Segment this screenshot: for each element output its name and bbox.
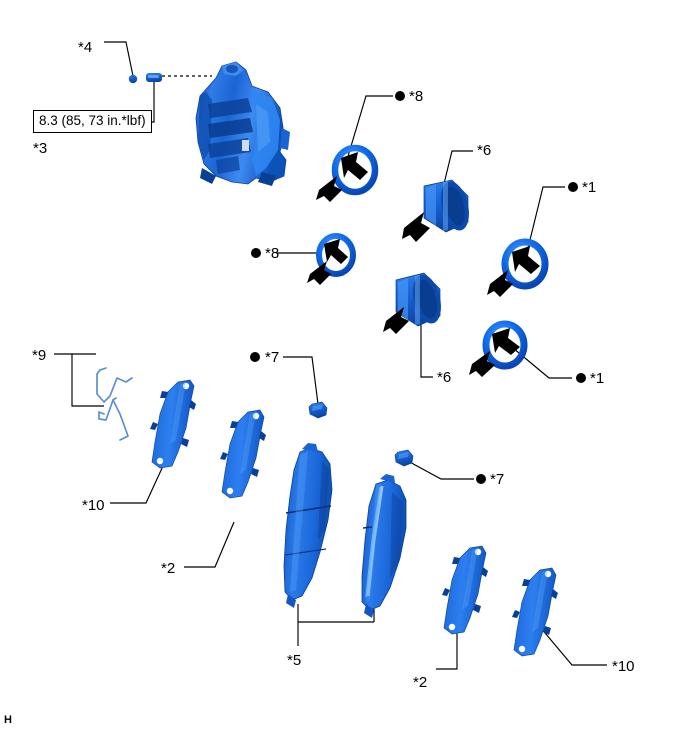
callout-label-8-lower: *8 xyxy=(265,245,280,262)
callout-label-4: *4 xyxy=(78,39,93,56)
bleeder-plug-cap-4 xyxy=(128,74,138,84)
leader-line-6-upper xyxy=(440,150,473,197)
pad-support-plate-lower xyxy=(98,397,129,441)
callout-label-9: *9 xyxy=(32,347,47,364)
callout-label-8-upper: *8 xyxy=(409,88,424,105)
leader-line-1-upper xyxy=(527,186,565,249)
callout-label-6-lower: *6 xyxy=(437,369,452,386)
pad-support-plate-upper xyxy=(96,367,133,403)
page-corner-mark: H xyxy=(4,714,12,726)
callout-label-3: *3 xyxy=(33,140,48,157)
leader-lines xyxy=(54,41,607,670)
callout-dot-7-upper xyxy=(250,352,260,362)
callout-label-1-lower: *1 xyxy=(590,370,605,387)
anti-squeal-shim-outer-left xyxy=(150,379,196,469)
brake-pad-right xyxy=(361,474,407,618)
piston-seal-upper xyxy=(487,238,549,297)
callout-label-1-upper: *1 xyxy=(582,179,597,196)
pad-wear-indicator-upper xyxy=(308,401,328,419)
anti-squeal-shim-outer-right xyxy=(512,567,558,657)
leader-line-2-left xyxy=(184,521,235,568)
leader-line-5-bracket xyxy=(297,621,374,646)
piston-upper xyxy=(402,179,469,242)
callout-label-6-upper: *6 xyxy=(477,142,492,159)
leader-line-7-lower xyxy=(405,459,474,480)
callout-dot-1-lower xyxy=(576,373,586,383)
cylinder-boot-ring-upper xyxy=(316,144,379,202)
cylinder-boot-ring-lower xyxy=(307,233,356,285)
callout-dots xyxy=(250,91,586,484)
callout-dot-8-lower xyxy=(251,248,261,258)
callout-label-5: *5 xyxy=(287,652,302,669)
callout-dot-7-lower xyxy=(476,474,486,484)
callout-label-2-left: *2 xyxy=(161,560,176,577)
brake-pad-left xyxy=(283,443,333,608)
bleeder-plug-parts xyxy=(128,73,162,84)
callout-dot-8-upper xyxy=(395,91,405,101)
leader-line-8-upper xyxy=(345,95,393,164)
callout-label-2-right: *2 xyxy=(413,674,428,691)
leader-line-1-lower xyxy=(512,347,572,379)
callout-label-7-lower: *7 xyxy=(490,471,505,488)
callout-label-10-right: *10 xyxy=(612,658,635,675)
anti-squeal-shim-inner-left xyxy=(220,409,266,499)
caliper-body-part xyxy=(195,61,290,186)
leader-line-2-right xyxy=(436,620,458,670)
leader-line-10-left xyxy=(110,465,164,504)
leader-line-10-right xyxy=(539,626,607,666)
leader-line-4 xyxy=(104,41,134,77)
callout-dot-1-upper xyxy=(568,182,578,192)
leader-line-7-upper xyxy=(283,356,319,405)
leader-line-9-bracket xyxy=(54,353,104,407)
torque-spec-box: 8.3 (85, 73 in.*lbf) xyxy=(33,110,152,133)
callout-label-7-upper: *7 xyxy=(265,349,280,366)
piston-lower xyxy=(383,272,441,334)
callout-label-10-left: *10 xyxy=(82,497,105,514)
piston-seal-lower xyxy=(469,320,528,377)
leader-line-6-lower xyxy=(420,325,433,378)
anti-squeal-shim-inner-right xyxy=(442,545,488,635)
pad-wear-indicator-lower xyxy=(394,449,414,467)
